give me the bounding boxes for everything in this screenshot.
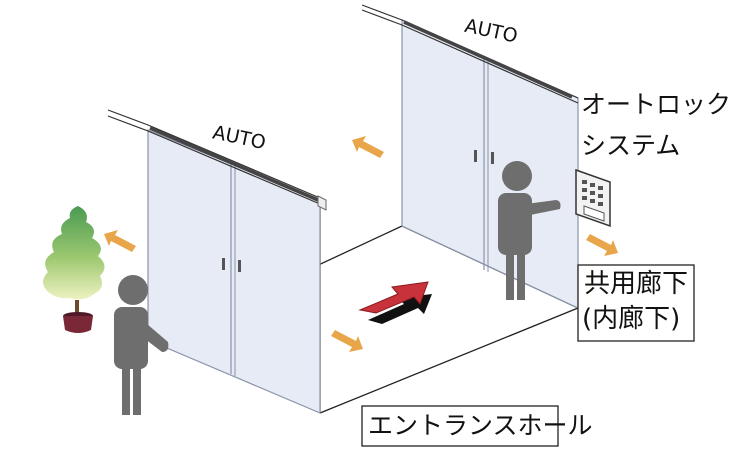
- entrance-label-box: [361, 405, 559, 447]
- autolock-label-line1: オートロック: [581, 90, 732, 119]
- back-door-handle-right: [491, 152, 494, 164]
- flow-arrow-icon: [104, 136, 618, 352]
- person-right-icon: [498, 161, 561, 300]
- front-door-auto-sign: AUTO: [211, 121, 268, 154]
- back-door: [361, 4, 579, 309]
- potted-tree-icon: [43, 206, 105, 333]
- entrance-hall-label: エントランスホール: [368, 411, 593, 440]
- corridor-label-box: [577, 264, 695, 342]
- back-door-auto-sign: AUTO: [463, 15, 520, 48]
- corridor-label-line2: (内廊下): [582, 304, 681, 334]
- direction-arrow-icon: [358, 281, 432, 324]
- person-left-icon: [114, 275, 169, 415]
- autolock-label-line2: システム: [581, 131, 681, 160]
- keypad-icon: [575, 168, 611, 228]
- back-door-handle-left: [474, 150, 477, 162]
- front-door: [107, 109, 327, 414]
- front-door-handle-right: [238, 260, 241, 272]
- corridor-label-line1: 共用廊下: [584, 269, 689, 299]
- front-door-handle-left: [222, 258, 225, 270]
